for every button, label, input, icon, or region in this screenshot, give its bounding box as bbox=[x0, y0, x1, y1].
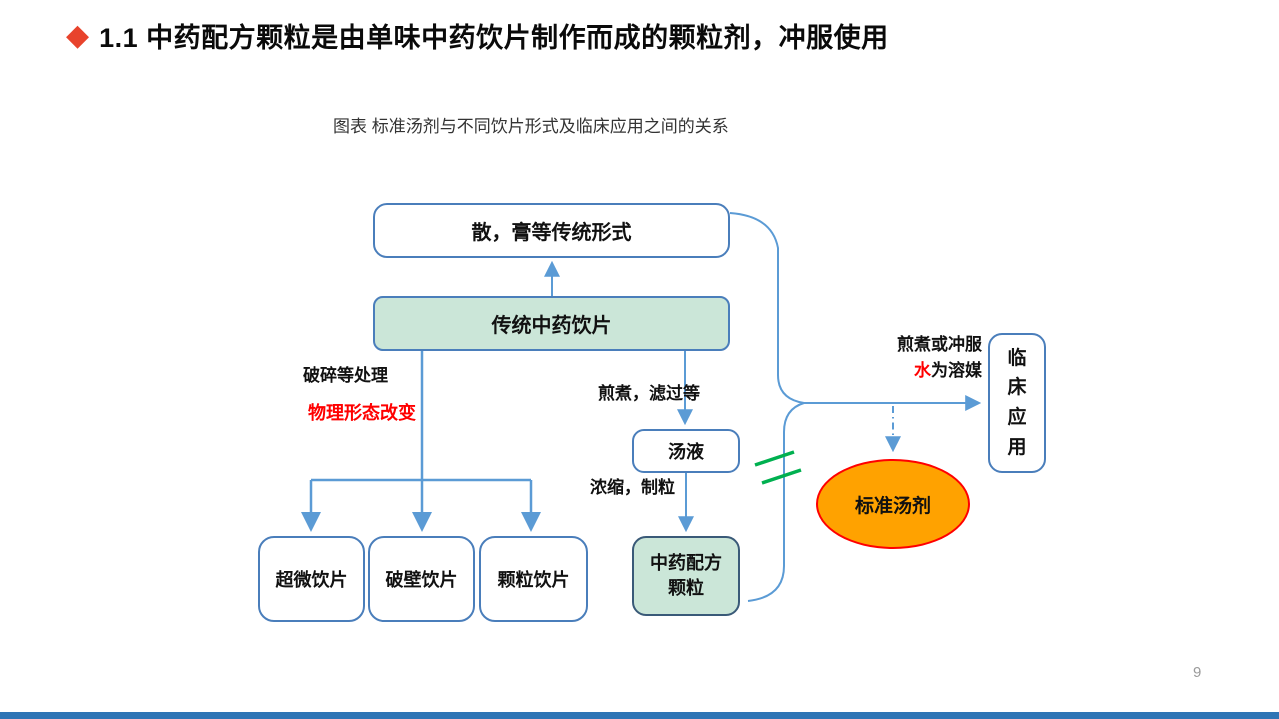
node-broken-wall-pieces: 破壁饮片 bbox=[368, 536, 475, 622]
label-water-red: 水 bbox=[914, 361, 931, 381]
node-decoction-liquid: 汤液 bbox=[632, 429, 740, 473]
node-ultrafine-pieces: 超微饮片 bbox=[258, 536, 365, 622]
slide-header: ◆ 1.1 中药配方颗粒是由单味中药饮片制作而成的颗粒剂，冲服使用 bbox=[66, 16, 889, 55]
page-number: 9 bbox=[1193, 664, 1202, 681]
label-concentrate-granulate: 浓缩，制粒 bbox=[590, 478, 675, 497]
label-crush-process: 破碎等处理 bbox=[303, 366, 388, 385]
label-decoct-or-dissolve: 煎煮或冲服 bbox=[897, 335, 982, 354]
bottom-accent-bar bbox=[0, 712, 1279, 719]
clinical-char-2: 床 bbox=[1007, 377, 1027, 399]
label-water-solvent: 煎煮或冲服 水为溶媒 bbox=[862, 332, 982, 385]
label-decoct-filter: 煎煮，滤过等 bbox=[598, 384, 700, 403]
node-standard-decoction: 标准汤剂 bbox=[816, 459, 970, 549]
formula-granules-line1: 中药配方 bbox=[650, 552, 722, 573]
clinical-char-3: 应 bbox=[1007, 407, 1027, 428]
node-clinical-application: 临 床 应 用 bbox=[988, 333, 1046, 473]
formula-granules-line2: 颗粒 bbox=[668, 578, 704, 598]
node-traditional-herb-pieces: 传统中药饮片 bbox=[373, 296, 730, 351]
slide-title: 1.1 中药配方颗粒是由单味中药饮片制作而成的颗粒剂，冲服使用 bbox=[99, 23, 889, 53]
clinical-char-4: 用 bbox=[1007, 436, 1027, 458]
node-traditional-forms: 散，膏等传统形式 bbox=[373, 203, 730, 258]
node-granule-pieces: 颗粒饮片 bbox=[479, 536, 588, 622]
figure-caption: 图表 标准汤剂与不同饮片形式及临床应用之间的关系 bbox=[333, 117, 729, 136]
node-formula-granules: 中药配方 颗粒 bbox=[632, 536, 740, 616]
clinical-char-1: 临 bbox=[1007, 347, 1027, 369]
label-physical-form-change: 物理形态改变 bbox=[308, 403, 416, 423]
diamond-bullet-icon: ◆ bbox=[66, 18, 90, 52]
label-as-solvent: 为溶媒 bbox=[931, 361, 982, 381]
